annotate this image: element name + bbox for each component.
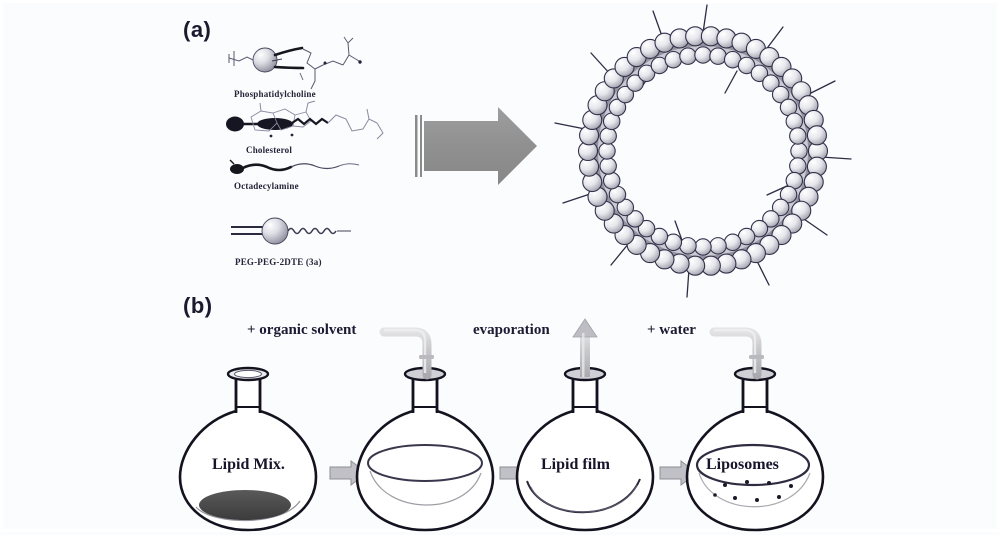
flask-organic-solvent <box>355 366 495 532</box>
cholesterol-label: Cholesterol <box>246 145 293 155</box>
phosphatidylcholine-icon <box>228 36 362 90</box>
assembly-arrow <box>415 107 537 185</box>
flask-lipid-mix <box>178 366 318 532</box>
panel-b-label: (b) <box>183 293 213 318</box>
flask-label-lipid-film: Lipid film <box>541 456 610 473</box>
phosphatidylcholine-label: Phosphatidylcholine <box>234 89 316 99</box>
peg-lipid-icon <box>231 217 351 245</box>
caption-organic-solvent: + organic solvent <box>247 322 357 338</box>
panel-a-graphics <box>226 4 852 298</box>
flask-liposomes <box>685 366 825 532</box>
caption-evaporation: evaporation <box>473 322 550 338</box>
flask-label-liposomes: Liposomes <box>706 456 779 473</box>
peg-lipid-label: PEG-PEG-2DTE (3a) <box>235 257 322 267</box>
octadecylamine-label: Octadecylamine <box>234 181 299 191</box>
flask-lipid-film <box>515 366 655 532</box>
liposome-dots <box>713 480 793 502</box>
panel-a-label: (a) <box>183 17 212 42</box>
solvent-tube-icon <box>379 327 434 380</box>
caption-water: + water <box>647 322 696 338</box>
cholesterol-icon <box>226 100 384 140</box>
octadecylamine-icon <box>229 159 360 174</box>
liposome-bilayer <box>554 4 852 298</box>
panel-b-graphics <box>178 318 825 532</box>
water-tube-icon <box>709 327 764 380</box>
flask-label-lipid-mix: Lipid Mix. <box>212 456 285 473</box>
evaporation-arrow <box>572 318 598 377</box>
